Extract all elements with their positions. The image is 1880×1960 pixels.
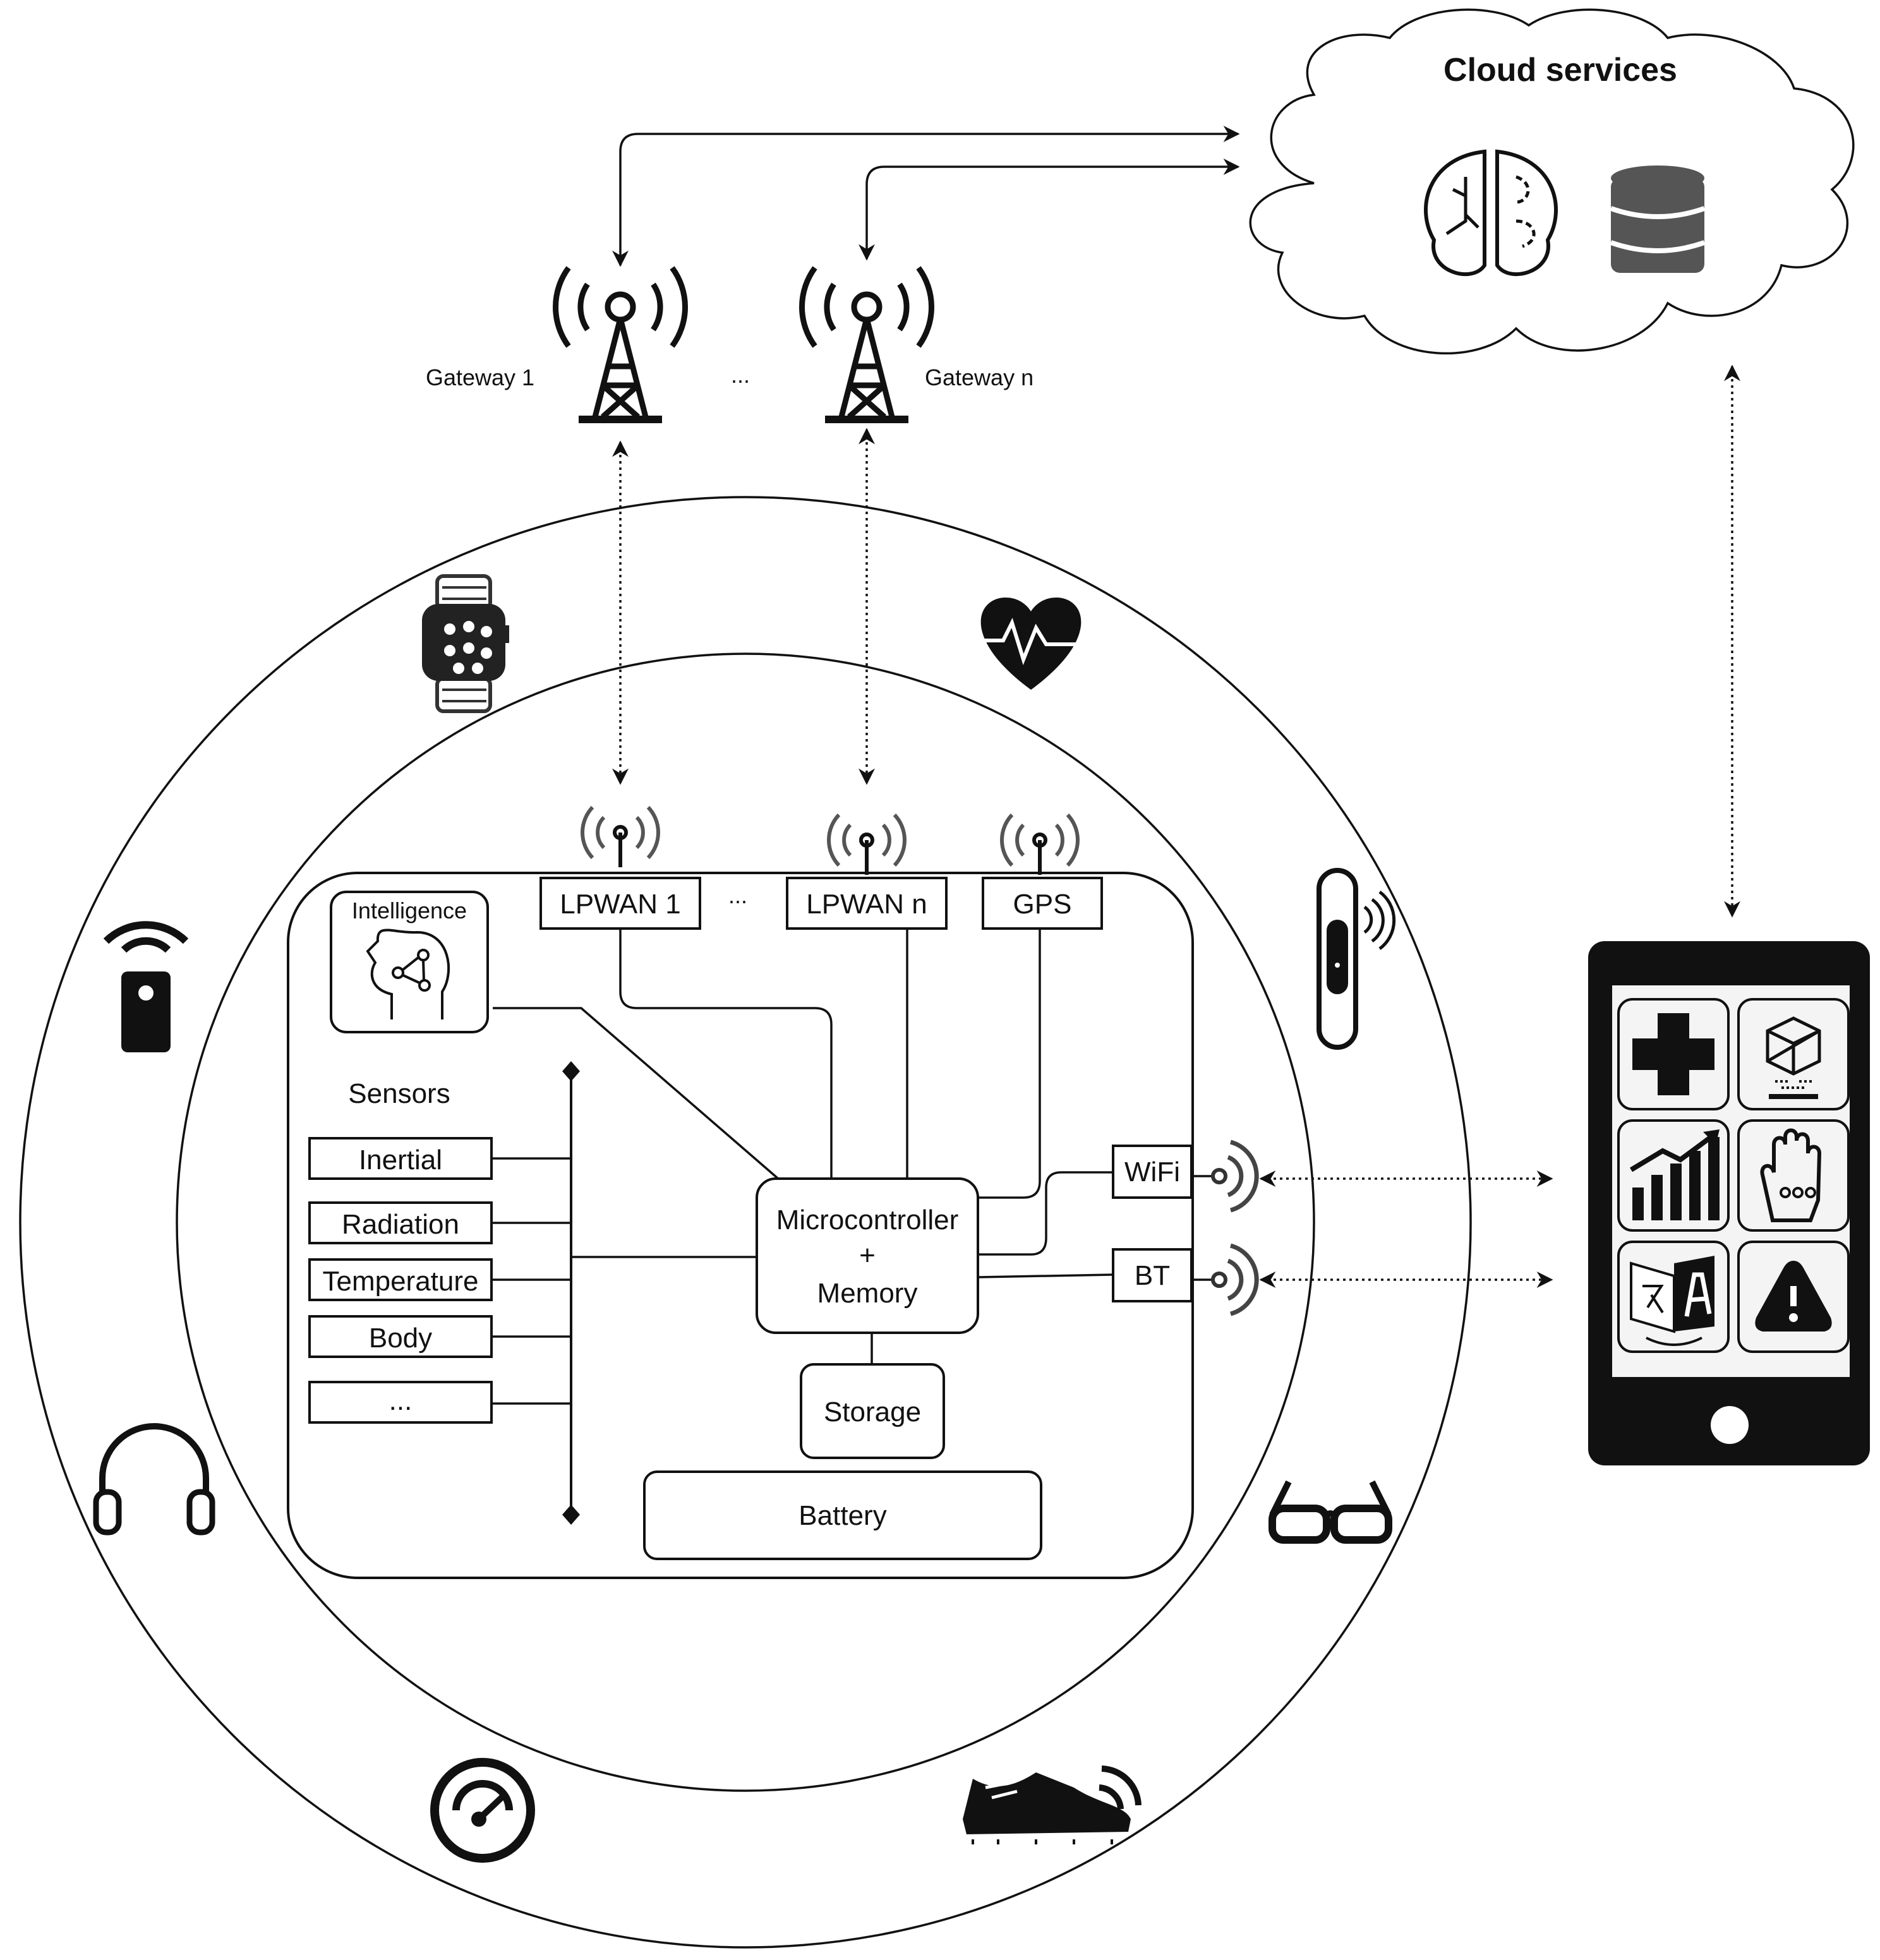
svg-text:GPS: GPS	[1013, 889, 1072, 920]
remote-tag-icon	[103, 921, 189, 1052]
fitness-band-icon	[1317, 868, 1396, 1050]
device-board	[287, 872, 1194, 1579]
sensor-temperature: Temperature	[308, 1258, 493, 1301]
svg-text:Radiation: Radiation	[342, 1209, 459, 1240]
speedometer-icon	[430, 1758, 535, 1863]
svg-text:Battery: Battery	[798, 1500, 886, 1531]
ai-head-icon	[366, 929, 450, 1019]
smart-shoe-icon	[963, 1765, 1142, 1844]
lpwan-1-antenna-icon	[582, 807, 658, 867]
gps-module: GPS	[982, 877, 1103, 930]
gateway-1: Gateway 1	[426, 268, 685, 423]
warning-icon	[1737, 1241, 1850, 1353]
svg-text:Storage: Storage	[824, 1397, 921, 1428]
medical-cross-icon	[1617, 998, 1730, 1110]
bt-module: BT	[1112, 1248, 1193, 1302]
brain-icon	[1424, 149, 1558, 277]
svg-text:Intelligence: Intelligence	[352, 898, 467, 923]
intelligence-module: Intelligence	[330, 891, 489, 1033]
smartphone	[1588, 941, 1870, 1465]
smartwatch-icon	[422, 574, 509, 713]
cloud-services: Cloud services	[1249, 8, 1855, 355]
lpwan-1-module: LPWAN 1	[539, 877, 701, 930]
svg-text:Temperature: Temperature	[322, 1266, 478, 1297]
radio-ellipsis: ...	[728, 882, 747, 908]
gateway-1-label: Gateway 1	[426, 364, 534, 390]
headphones-icon	[93, 1423, 215, 1536]
sensor-radiation: Radiation	[308, 1201, 493, 1244]
svg-text:Body: Body	[369, 1323, 432, 1354]
heart-rate-icon	[973, 598, 1087, 690]
svg-text:BT: BT	[1135, 1260, 1170, 1291]
cloud-title: Cloud services	[1443, 52, 1677, 88]
gateway-cloud-links	[612, 126, 1240, 267]
storage: Storage	[800, 1363, 945, 1459]
growth-chart-icon	[1617, 1119, 1730, 1232]
svg-text:...: ...	[389, 1385, 413, 1416]
svg-text:LPWAN n: LPWAN n	[806, 889, 927, 920]
internal-bus-lines	[491, 929, 1114, 1525]
radio-stubs	[1191, 1175, 1213, 1281]
svg-text:Inertial: Inertial	[359, 1145, 442, 1175]
sensor-body: Body	[308, 1315, 493, 1358]
translate-icon	[1617, 1241, 1730, 1353]
battery: Battery	[643, 1470, 1042, 1560]
outer-wearables-ring	[19, 496, 1472, 1949]
gateway-ellipsis: ...	[731, 362, 750, 388]
database-icon	[1610, 165, 1706, 273]
lpwan-radio-links	[612, 428, 875, 785]
svg-text:LPWAN 1: LPWAN 1	[560, 889, 681, 920]
cell-tower-icon	[555, 268, 685, 423]
sensor-inertial: Inertial	[308, 1137, 493, 1180]
3d-printing-icon	[1737, 998, 1850, 1110]
gateway-n: Gateway n	[802, 268, 1033, 423]
wifi-module: WiFi	[1112, 1145, 1193, 1199]
lpwan-n-module: LPWAN n	[786, 877, 948, 930]
svg-text:Microcontroller: Microcontroller	[776, 1205, 959, 1236]
gps-antenna-icon	[1002, 815, 1078, 875]
svg-text:WiFi: WiFi	[1124, 1157, 1180, 1187]
sensors-title: Sensors	[348, 1078, 450, 1109]
cloud-shape	[1249, 8, 1855, 355]
sensor-more: ...	[308, 1381, 493, 1424]
svg-text:+: +	[859, 1240, 876, 1271]
microcontroller-memory: Microcontroller + Memory	[756, 1177, 979, 1334]
smart-glasses-icon	[1268, 1480, 1392, 1544]
cell-tower-icon	[802, 268, 931, 423]
smart-glove-icon	[1737, 1119, 1850, 1232]
gateway-n-label: Gateway n	[925, 364, 1033, 390]
inner-device-ring	[176, 652, 1315, 1792]
lpwan-n-antenna-icon	[829, 815, 905, 875]
svg-text:Memory: Memory	[817, 1278, 918, 1309]
